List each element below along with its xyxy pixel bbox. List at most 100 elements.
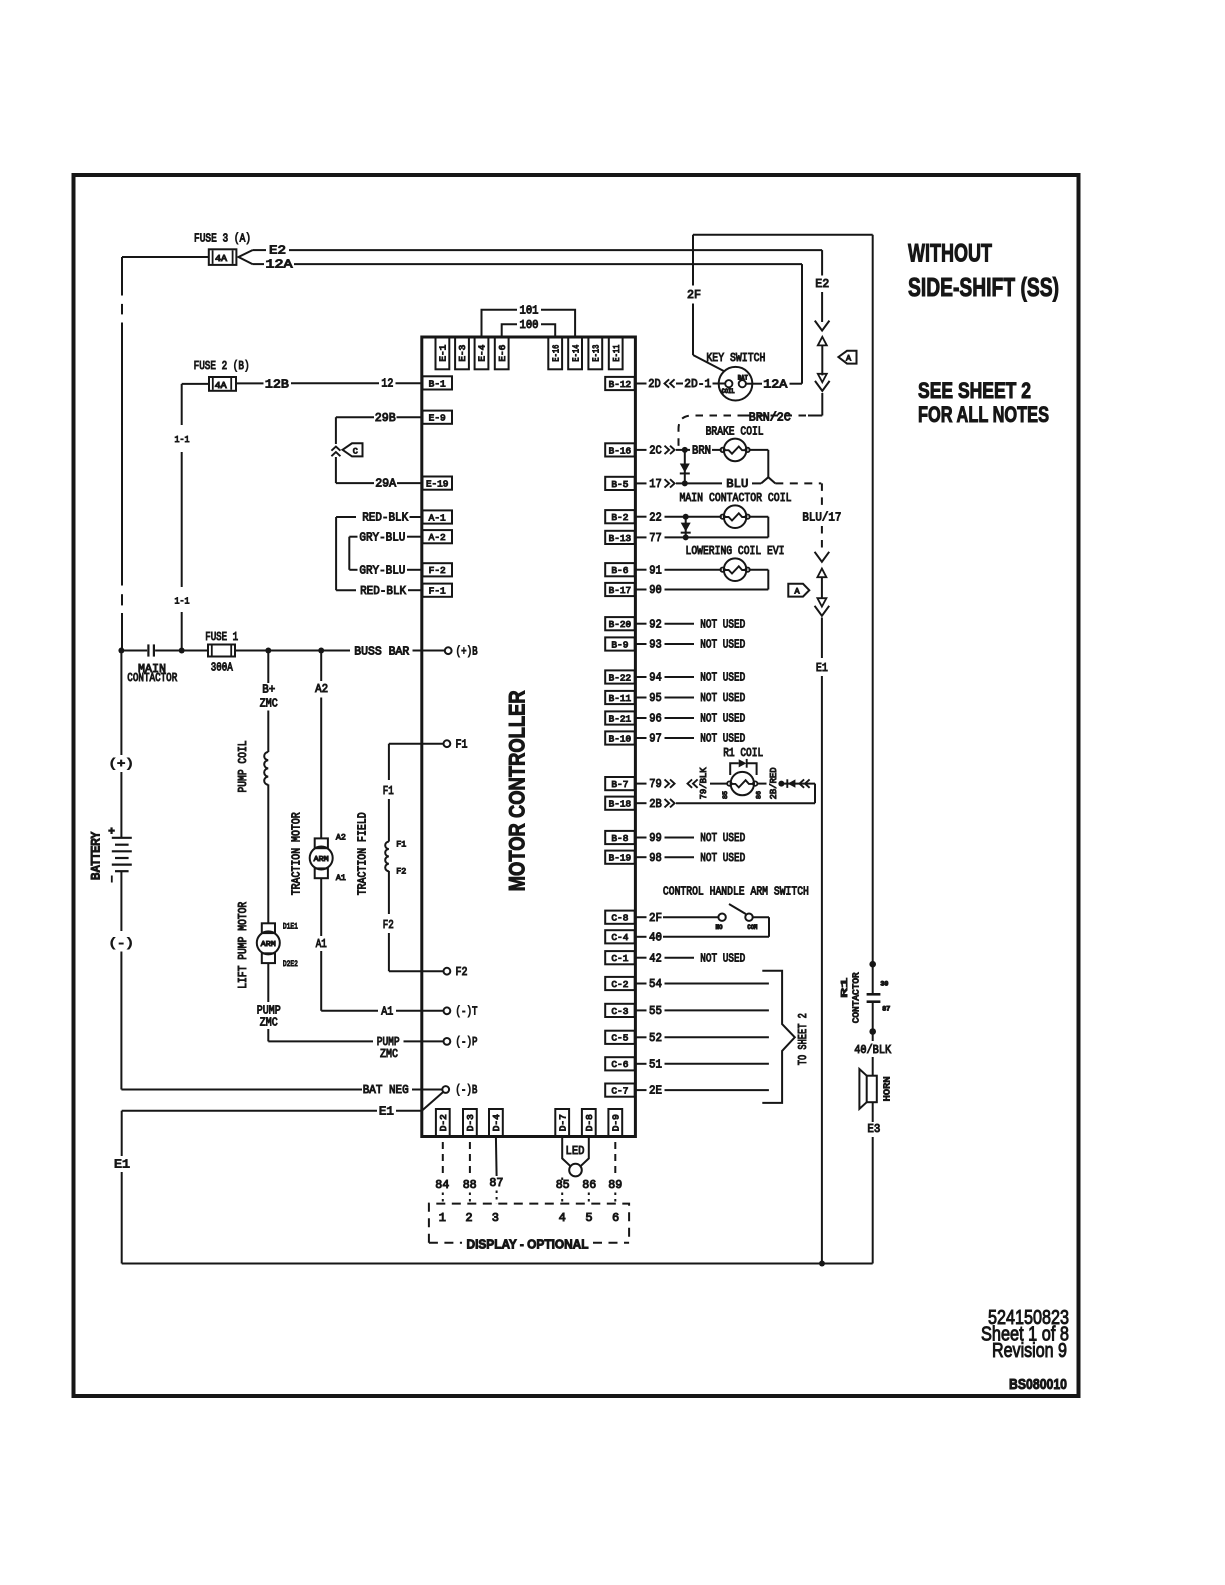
svg-text:79: 79: [649, 777, 662, 791]
svg-text:SIDE-SHIFT (SS): SIDE-SHIFT (SS): [908, 272, 1059, 302]
svg-text:(-): (-): [109, 937, 134, 951]
svg-text:22: 22: [649, 510, 662, 524]
svg-text:NOT USED: NOT USED: [700, 671, 745, 685]
svg-text:D1E1: D1E1: [283, 922, 298, 932]
svg-text:40: 40: [649, 930, 662, 944]
svg-text:E1: E1: [379, 1104, 394, 1118]
svg-text:F1: F1: [456, 737, 468, 751]
svg-text:NOT USED: NOT USED: [700, 951, 745, 965]
svg-text:C-4: C-4: [611, 932, 628, 943]
svg-text:BS080010: BS080010: [1009, 1376, 1067, 1393]
svg-text:E-13: E-13: [592, 345, 602, 362]
svg-text:FOR ALL NOTES: FOR ALL NOTES: [918, 402, 1049, 427]
svg-text:1: 1: [439, 1211, 446, 1225]
svg-text:55: 55: [649, 1004, 662, 1018]
svg-text:+: +: [108, 826, 115, 838]
svg-text:FUSE 2 (B): FUSE 2 (B): [194, 359, 250, 373]
svg-text:87: 87: [489, 1176, 503, 1190]
svg-text:89: 89: [608, 1178, 622, 1192]
svg-text:LOWERING COIL EVI: LOWERING COIL EVI: [686, 544, 785, 558]
svg-text:2D: 2D: [648, 377, 661, 391]
svg-text:C: C: [353, 446, 358, 456]
svg-text:A2: A2: [336, 833, 346, 843]
svg-text:6: 6: [612, 1211, 619, 1225]
svg-text:2: 2: [465, 1211, 472, 1225]
svg-text:BRAKE COIL: BRAKE COIL: [706, 425, 764, 439]
svg-text:NOT USED: NOT USED: [700, 732, 745, 746]
svg-text:4A: 4A: [215, 254, 228, 264]
svg-text:F1: F1: [383, 784, 394, 798]
svg-text:BAT: BAT: [738, 374, 748, 381]
svg-text:BLU: BLU: [726, 477, 748, 491]
svg-text:88: 88: [463, 1178, 477, 1192]
svg-text:B-10: B-10: [609, 733, 632, 744]
svg-text:52: 52: [649, 1031, 662, 1045]
svg-text:FUSE 3 (A): FUSE 3 (A): [194, 231, 251, 245]
svg-text:85: 85: [556, 1178, 570, 1192]
svg-text:ARM: ARM: [261, 941, 276, 949]
svg-text:GRY-BLU: GRY-BLU: [359, 563, 405, 577]
svg-text:12A: 12A: [763, 377, 788, 391]
svg-text:ARM: ARM: [314, 856, 329, 864]
svg-text:ZMC: ZMC: [260, 697, 278, 711]
svg-text:E2: E2: [269, 244, 286, 258]
svg-text:99: 99: [649, 831, 662, 845]
svg-text:D-9: D-9: [612, 1114, 622, 1131]
svg-text:79/BLK: 79/BLK: [698, 767, 709, 799]
svg-text:2F: 2F: [687, 288, 701, 302]
svg-text:BLU/17: BLU/17: [802, 511, 841, 525]
svg-text:2F: 2F: [649, 911, 662, 925]
svg-text:R1 COIL: R1 COIL: [723, 746, 763, 760]
svg-text:SEE SHEET 2: SEE SHEET 2: [918, 378, 1031, 403]
svg-text:LIFT PUMP MOTOR: LIFT PUMP MOTOR: [236, 902, 250, 989]
svg-text:B-18: B-18: [609, 799, 632, 810]
svg-text:D-3: D-3: [466, 1114, 476, 1131]
svg-text:93: 93: [649, 638, 662, 652]
svg-text:F2: F2: [396, 866, 406, 876]
svg-text:E-4: E-4: [478, 345, 488, 362]
svg-text:TO SHEET 2: TO SHEET 2: [796, 1013, 810, 1065]
svg-text:CONTACTOR: CONTACTOR: [851, 972, 862, 1023]
svg-text:30: 30: [880, 980, 888, 987]
svg-text:C-5: C-5: [611, 1033, 628, 1044]
svg-text:F2: F2: [456, 965, 468, 979]
svg-text:NOT USED: NOT USED: [700, 851, 745, 865]
svg-text:Revision 9: Revision 9: [992, 1339, 1067, 1362]
svg-text:3: 3: [492, 1211, 499, 1225]
svg-text:12A: 12A: [266, 258, 294, 272]
svg-text:C-7: C-7: [611, 1086, 628, 1097]
svg-text:BUSS BAR: BUSS BAR: [354, 644, 409, 658]
svg-text:D-2: D-2: [439, 1114, 449, 1131]
svg-text:2B: 2B: [649, 797, 662, 811]
svg-text:300A: 300A: [211, 661, 234, 675]
svg-text:4: 4: [559, 1211, 566, 1225]
svg-text:B-17: B-17: [609, 585, 632, 596]
svg-text:A1: A1: [316, 937, 327, 951]
svg-text:NO: NO: [716, 924, 723, 931]
svg-text:(-)B: (-)B: [455, 1083, 477, 1097]
svg-text:F-1: F-1: [429, 586, 446, 597]
svg-text:LED: LED: [566, 1144, 585, 1158]
svg-text:RED-BLK: RED-BLK: [362, 511, 409, 525]
svg-text:A2: A2: [315, 682, 328, 696]
svg-text:96: 96: [649, 712, 662, 726]
svg-text:E-6: E-6: [498, 345, 508, 362]
svg-text:91: 91: [649, 563, 662, 577]
svg-text:(+): (+): [109, 757, 134, 771]
svg-text:E-1: E-1: [439, 345, 449, 362]
svg-text:PUMP COIL: PUMP COIL: [236, 741, 250, 793]
svg-text:Sheet 1 of 8: Sheet 1 of 8: [981, 1323, 1069, 1346]
svg-text:2C: 2C: [649, 444, 662, 458]
svg-text:E-16: E-16: [551, 345, 561, 362]
svg-text:100: 100: [520, 318, 539, 332]
svg-text:(-)P: (-)P: [456, 1035, 478, 1049]
svg-text:29A: 29A: [375, 477, 397, 491]
svg-text:B-20: B-20: [609, 619, 632, 630]
svg-text:D2E2: D2E2: [283, 959, 298, 969]
svg-text:C-2: C-2: [611, 979, 628, 990]
svg-text:29B: 29B: [375, 411, 396, 425]
svg-text:5: 5: [585, 1211, 592, 1225]
svg-text:A-1: A-1: [429, 512, 446, 523]
svg-text:(-)T: (-)T: [456, 1005, 478, 1019]
svg-text:BRN: BRN: [692, 444, 711, 458]
